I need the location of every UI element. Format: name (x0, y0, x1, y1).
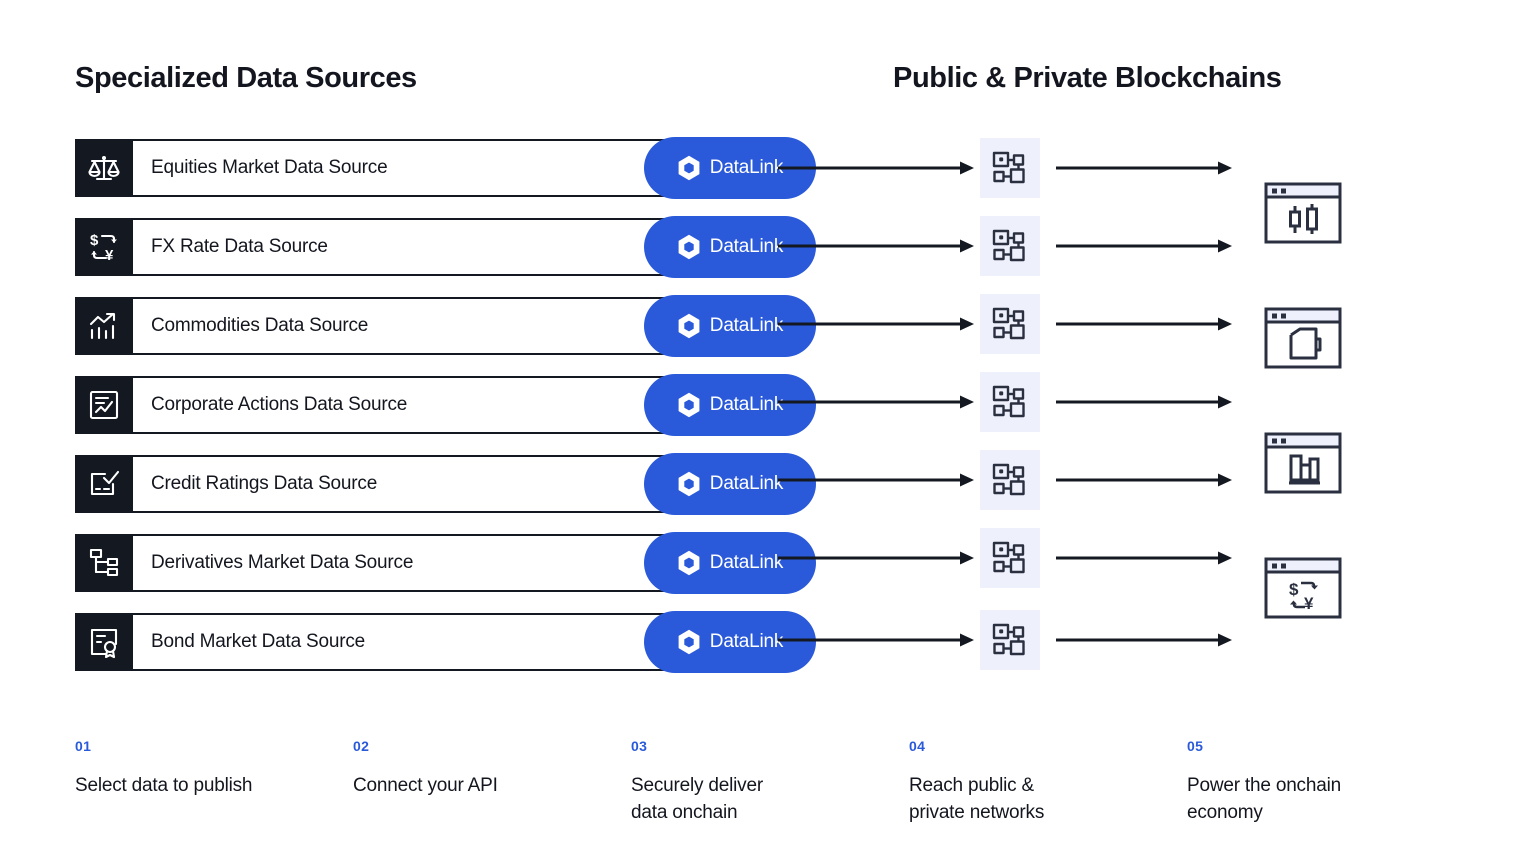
step-number: 01 (75, 738, 92, 754)
window-wallet-icon (1264, 307, 1342, 369)
window-bar-chart-icon (1264, 432, 1342, 494)
flow-arrow-right (1056, 161, 1232, 175)
datalink-badge-button[interactable]: DataLink (644, 532, 816, 594)
currency-exchange-icon: $ ¥ (75, 218, 133, 276)
step-label: Connect your API (353, 775, 498, 796)
data-source-label: Bond Market Data Source (133, 613, 742, 671)
data-source-list: Equities Market Data Source DataLink $ ¥ (75, 137, 816, 692)
datalink-badge-label: DataLink (709, 236, 784, 257)
datalink-badge-label: DataLink (709, 473, 784, 494)
datalink-badge-label: DataLink (709, 552, 784, 573)
svg-text:¥: ¥ (1304, 594, 1314, 613)
data-source-label: Credit Ratings Data Source (133, 455, 742, 513)
window-currency-exchange-icon: $ ¥ (1264, 557, 1342, 619)
data-source-label: FX Rate Data Source (133, 218, 742, 276)
chainlink-hexagon-icon (678, 392, 700, 418)
page-title-left: Specialized Data Sources (75, 62, 417, 94)
flow-arrow-left (778, 161, 974, 175)
step-number: 03 (631, 738, 648, 754)
network-nodes-icon (980, 216, 1040, 276)
chainlink-hexagon-icon (678, 471, 700, 497)
datalink-badge-label: DataLink (709, 315, 784, 336)
bar-chart-trend-up-icon (75, 297, 133, 355)
data-source-label: Derivatives Market Data Source (133, 534, 742, 592)
flow-arrow-right (1056, 317, 1232, 331)
data-source-row[interactable]: Commodities Data Source DataLink (75, 295, 816, 357)
flow-arrow-right (1056, 473, 1232, 487)
data-source-row[interactable]: Corporate Actions Data Source DataLink (75, 374, 816, 436)
network-nodes-icon (980, 450, 1040, 510)
flow-arrow-left (778, 239, 974, 253)
data-source-row[interactable]: Bond Market Data Source DataLink (75, 611, 816, 673)
data-source-label: Equities Market Data Source (133, 139, 742, 197)
data-source-row[interactable]: Derivatives Market Data Source DataLink (75, 532, 816, 594)
flow-arrow-right (1056, 551, 1232, 565)
flow-arrow-left (778, 633, 974, 647)
network-nodes-icon (980, 294, 1040, 354)
step-item: 03 Securely deliver data onchain (631, 738, 909, 827)
flow-arrow-left (778, 317, 974, 331)
svg-text:$: $ (90, 232, 99, 249)
scales-balance-icon (75, 139, 133, 197)
flow-arrow-right (1056, 395, 1232, 409)
datalink-badge-label: DataLink (709, 631, 784, 652)
chainlink-hexagon-icon (678, 313, 700, 339)
data-source-row[interactable]: Equities Market Data Source DataLink (75, 137, 816, 199)
flow-arrow-left (778, 473, 974, 487)
step-label: Reach public & private networks (909, 775, 1045, 823)
chainlink-hexagon-icon (678, 234, 700, 260)
svg-text:¥: ¥ (105, 247, 114, 264)
network-nodes-icon (980, 610, 1040, 670)
step-number: 04 (909, 738, 926, 754)
network-nodes-icon (980, 528, 1040, 588)
flow-arrow-right (1056, 633, 1232, 647)
window-candlestick-chart-icon (1264, 182, 1342, 244)
step-item: 01 Select data to publish (75, 738, 353, 827)
data-source-label: Corporate Actions Data Source (133, 376, 742, 434)
step-label: Select data to publish (75, 775, 253, 796)
hierarchy-tree-icon (75, 534, 133, 592)
datalink-badge-button[interactable]: DataLink (644, 374, 816, 436)
datalink-badge-button[interactable]: DataLink (644, 295, 816, 357)
datalink-badge-button[interactable]: DataLink (644, 453, 816, 515)
data-source-row[interactable]: Credit Ratings Data Source DataLink (75, 453, 816, 515)
chainlink-hexagon-icon (678, 550, 700, 576)
network-nodes-icon (980, 138, 1040, 198)
chainlink-hexagon-icon (678, 155, 700, 181)
rating-checkmark-icon (75, 455, 133, 513)
step-item: 02 Connect your API (353, 738, 631, 827)
datalink-badge-label: DataLink (709, 394, 784, 415)
flow-arrow-left (778, 395, 974, 409)
step-item: 05 Power the onchain economy (1187, 738, 1465, 827)
certificate-seal-icon (75, 613, 133, 671)
step-item: 04 Reach public & private networks (909, 738, 1187, 827)
step-number: 02 (353, 738, 370, 754)
step-label: Power the onchain economy (1187, 775, 1341, 823)
page-title-right: Public & Private Blockchains (893, 62, 1282, 94)
steps-legend: 01 Select data to publish 02 Connect you… (75, 738, 1465, 827)
step-number: 05 (1187, 738, 1204, 754)
data-source-row[interactable]: $ ¥ FX Rate Data Source DataLink (75, 216, 816, 278)
step-label: Securely deliver data onchain (631, 775, 763, 823)
datalink-badge-label: DataLink (709, 157, 784, 178)
datalink-badge-button[interactable]: DataLink (644, 611, 816, 673)
data-source-label: Commodities Data Source (133, 297, 742, 355)
flow-arrow-right (1056, 239, 1232, 253)
svg-text:$: $ (1289, 580, 1299, 599)
chainlink-hexagon-icon (678, 629, 700, 655)
flow-arrow-left (778, 551, 974, 565)
network-nodes-icon (980, 372, 1040, 432)
document-chart-icon (75, 376, 133, 434)
